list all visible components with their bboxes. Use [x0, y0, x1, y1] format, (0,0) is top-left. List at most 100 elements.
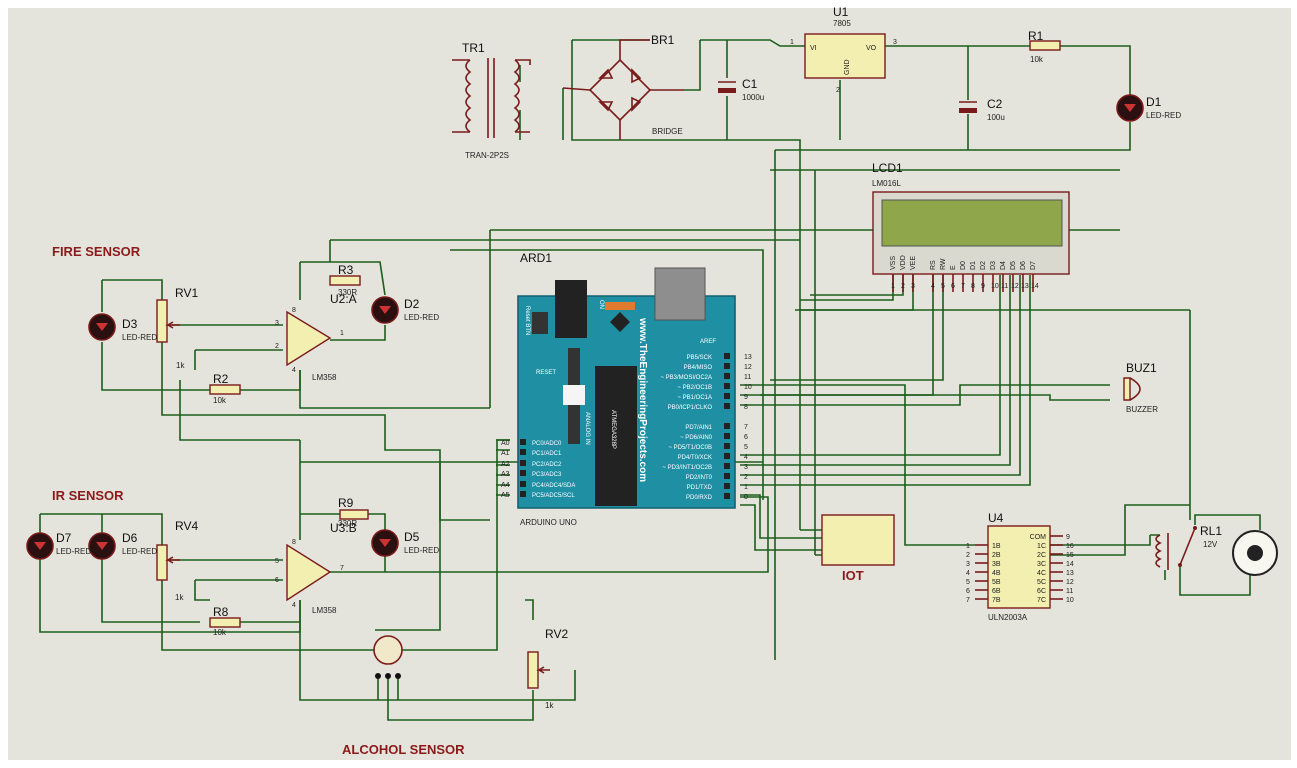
- relay-value: 12V: [1203, 540, 1218, 549]
- uln-input-number: 5: [966, 579, 970, 586]
- potentiometer-rv1: RV1 1k: [156, 286, 198, 370]
- arduino-digital-pin: PB4/MISO: [684, 365, 713, 371]
- arduino-analog-pin: PC4/ADC4/SDA: [532, 483, 575, 489]
- d6-ref: D6: [122, 531, 138, 545]
- arduino-name: ARDUINO UNO: [520, 518, 577, 527]
- uln-output-number: 11: [1066, 588, 1073, 595]
- rv4-value: 1k: [175, 593, 184, 602]
- uln-output-number: 15: [1066, 552, 1074, 559]
- r2-ref: R2: [213, 372, 229, 386]
- br1-ref: BR1: [651, 33, 675, 47]
- r1-ref: R1: [1028, 29, 1044, 43]
- uln-input-number: 7: [966, 597, 970, 604]
- arduino-digital-pin: ~ PD5/T1/OC0B: [668, 445, 712, 451]
- relay-ref: RL1: [1200, 524, 1222, 538]
- uln-input-label: 2B: [992, 552, 1001, 559]
- led-d6: D6 LED-RED: [88, 531, 157, 560]
- uln-output-number: 12: [1066, 579, 1074, 586]
- arduino-analog-label: A2: [501, 461, 510, 468]
- gas-sensor: [373, 635, 403, 679]
- u1-pin3: 3: [893, 39, 897, 46]
- uln-output-number: 10: [1066, 597, 1074, 604]
- arduino-header-pin: [724, 493, 730, 499]
- uln-output-number: 13: [1066, 570, 1074, 577]
- arduino-digital-pin: ~ PB3/MOSI/OC2A: [660, 375, 712, 381]
- arduino-pin-number: 1: [744, 484, 748, 491]
- d5-ref: D5: [404, 530, 420, 544]
- u1-vo: VO: [866, 45, 877, 52]
- alcohol-sensor-label: ALCOHOL SENSOR: [342, 742, 465, 757]
- uln-input-label: 6B: [992, 588, 1001, 595]
- u3b-pin5: 5: [275, 558, 279, 565]
- regulator-u1: U1 7805 VI VO GND 1 3 2: [790, 5, 897, 94]
- arduino-digital-pin: ~ PD6/AIN0: [680, 435, 713, 441]
- arduino-pin-number: 2: [744, 474, 748, 481]
- arduino-pin-number: 0: [744, 494, 748, 501]
- u2a-ref: U2:A: [330, 292, 357, 306]
- buzzer-buz1: BUZ1 BUZZER: [1123, 361, 1158, 414]
- arduino-header-pin: [520, 449, 526, 455]
- u2a-pin4: 4: [292, 367, 296, 374]
- arduino-analog-pin: PC1/ADC1: [532, 451, 562, 457]
- lcd-pin-label: D1: [970, 261, 977, 270]
- br1-value: BRIDGE: [652, 127, 683, 136]
- rv4-ref: RV4: [175, 519, 198, 533]
- arduino-pin-number: 6: [744, 434, 748, 441]
- arduino-analog-label: A1: [501, 450, 510, 457]
- u2a-pin1: 1: [340, 330, 344, 337]
- u1-pin1: 1: [790, 39, 794, 46]
- buzzer-value: BUZZER: [1126, 405, 1158, 414]
- arduino-digital-pin: ~ PB2/OC1B: [677, 385, 712, 391]
- lcd-pin-number: 1: [891, 283, 895, 290]
- r9-value: 330R: [338, 519, 357, 528]
- arduino-header-pin: [520, 439, 526, 445]
- capacitor-c2: C2 100u: [959, 97, 1005, 122]
- arduino-header-pin: [520, 491, 526, 497]
- uln-output-label: 7C: [1037, 597, 1046, 604]
- opamp-u3b: U3:B 8 5 6 7 4 LM358: [275, 521, 357, 615]
- u3b-pin6: 6: [275, 577, 279, 584]
- bridge-rectifier-br1: BR1 BRIDGE: [562, 33, 684, 140]
- d1-ref: D1: [1146, 95, 1162, 109]
- uln-output-label: 4C: [1037, 570, 1046, 577]
- lcd-pin-label: D0: [960, 261, 967, 270]
- opamp-u2a: U2:A 8 3 2 1 4 LM358: [275, 292, 357, 382]
- arduino-analog-pin: PC0/ADC0: [532, 441, 562, 447]
- lcd-pin-number: 3: [911, 283, 915, 290]
- d5-value: LED-RED: [404, 546, 439, 555]
- arduino-digital-pin: PD7/AIN1: [685, 425, 712, 431]
- arduino-pin-number: 3: [744, 464, 748, 471]
- arduino-analog-label: A5: [501, 492, 510, 499]
- lcd-lm016l: LCD1 LM016L VSS1VDD2VEE3RS4RW5E6D07D18D2…: [872, 161, 1070, 292]
- lcd-pin-label: VDD: [900, 255, 907, 270]
- lcd-pin-label: D6: [1020, 261, 1027, 270]
- lcd-pin-label: D5: [1010, 261, 1017, 270]
- lcd-pin-label: RW: [940, 258, 947, 270]
- arduino-uno: ARD1 Reset BTN ON RESET AREF ANALOG IN w…: [501, 251, 752, 527]
- u2a-pin3: 3: [275, 320, 279, 327]
- lcd-pin-label: RS: [930, 260, 937, 270]
- arduino-header-pin: [724, 393, 730, 399]
- arduino-header-pin: [724, 433, 730, 439]
- lcd-pin-number: 6: [951, 283, 955, 290]
- c1-ref: C1: [742, 77, 758, 91]
- uln-value: ULN2003A: [988, 613, 1028, 622]
- transformer-tr1: TR1 TRAN-2P2S: [452, 41, 531, 160]
- uln-input-number: 2: [966, 552, 970, 559]
- rv1-ref: RV1: [175, 286, 198, 300]
- lcd-model: LM016L: [872, 179, 901, 188]
- resistor-r3: R3 330R: [329, 263, 361, 297]
- r3-ref: R3: [338, 263, 354, 277]
- lcd-pin-number: 11: [1001, 283, 1008, 290]
- lcd-pin-label: VSS: [890, 256, 897, 270]
- arduino-digital-pin: ~ PB1/OC1A: [677, 395, 712, 401]
- uln-output-label: 2C: [1037, 552, 1046, 559]
- r3-value: 330R: [338, 288, 357, 297]
- uln-output-label: 3C: [1037, 561, 1046, 568]
- d3-ref: D3: [122, 317, 138, 331]
- u1-value: 7805: [833, 19, 851, 28]
- lcd-pin-number: 14: [1031, 283, 1039, 290]
- uln-input-number: 4: [966, 570, 970, 577]
